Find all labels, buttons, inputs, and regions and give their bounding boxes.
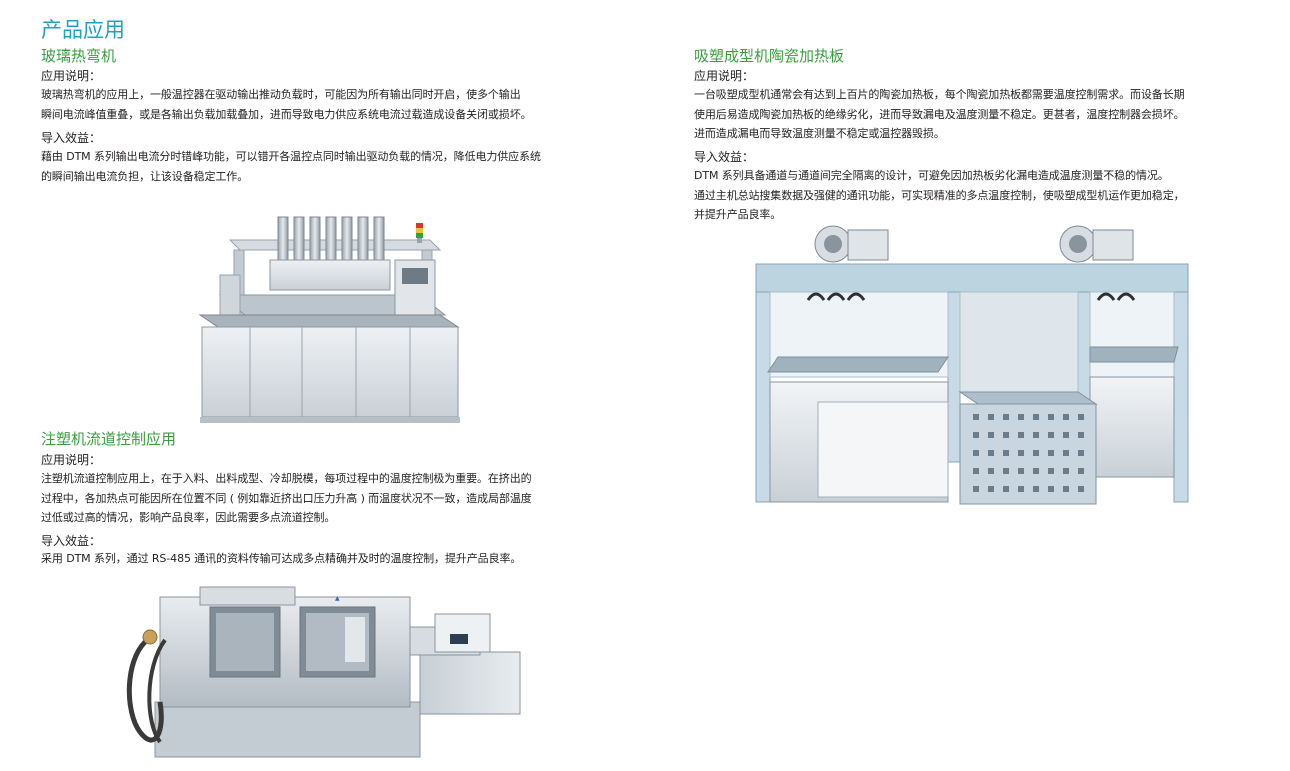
injection-app-label: 应用说明：: [41, 453, 102, 467]
injection-benefit-text: 采用 DTM 系列，通过 RS-485 通讯的资料传输可达成多点精确并及时的温度…: [41, 549, 521, 569]
text-line: 采用 DTM 系列，通过 RS-485 通讯的资料传输可达成多点精确并及时的温度…: [41, 552, 522, 565]
text-line: 藉由 DTM 系列输出电流分时错峰功能，可以错开各温控点同时输出驱动负载的情况，…: [41, 150, 541, 163]
injection-molding-machine-image: ▲: [126, 586, 521, 758]
vacuum-forming-machine-image: [755, 225, 1189, 505]
section-title-injection: 注塑机流道控制应用: [41, 430, 177, 448]
text-line: 并提升产品良率。: [694, 208, 782, 221]
injection-app-text: 注塑机流道控制应用上，在于入料、出料成型、冷却脱模，每项过程中的温度控制极为重要…: [41, 469, 532, 528]
injection-benefit-label: 导入效益：: [41, 534, 102, 548]
section-title-ceramic: 吸塑成型机陶瓷加热板: [694, 47, 845, 65]
svg-text:▲: ▲: [335, 595, 340, 602]
page-title: 产品应用: [41, 18, 125, 42]
text-line: 过低或过高的情况，影响产品良率，因此需要多点流道控制。: [41, 511, 336, 524]
text-line: 进而造成漏电而导致温度测量不稳定或温控器毁损。: [694, 127, 945, 140]
ceramic-app-text: 一台吸塑成型机通常会有达到上百片的陶瓷加热板，每个陶瓷加热板都需要温度控制需求。…: [694, 85, 1185, 144]
text-line: DTM 系列具备通道与通道间完全隔离的设计，可避免因加热板劣化漏电造成温度测量不…: [694, 169, 1169, 182]
text-line: 的瞬间输出电流负担，让该设备稳定工作。: [41, 169, 249, 183]
text-line: 过程中，各加热点可能因所在位置不同 ( 例如靠近挤出口压力升高 ) 而温度状况不…: [41, 491, 532, 505]
glass-bending-machine-image: [198, 216, 460, 423]
text-line: 一台吸塑成型机通常会有达到上百片的陶瓷加热板，每个陶瓷加热板都需要温度控制需求。…: [694, 88, 1185, 101]
text-line: 通过主机总站搜集数据及强健的通讯功能，可实现精准的多点温度控制，使吸塑成型机运作…: [694, 188, 1185, 202]
ceramic-app-label: 应用说明：: [694, 69, 755, 83]
text-line: 注塑机流道控制应用上，在于入料、出料成型、冷却脱模，每项过程中的温度控制极为重要…: [41, 472, 532, 485]
glass-benefit-text: 藉由 DTM 系列输出电流分时错峰功能，可以错开各温控点同时输出驱动负载的情况，…: [41, 147, 541, 186]
ceramic-benefit-label: 导入效益：: [694, 150, 755, 164]
section-title-glass: 玻璃热弯机: [41, 47, 117, 65]
glass-app-label: 应用说明：: [41, 69, 102, 83]
text-line: 玻璃热弯机的应用上，一般温控器在驱动输出推动负载时，可能因为所有输出同时开启，使…: [41, 88, 521, 101]
text-line: 使用后易造成陶瓷加热板的绝缘劣化，进而导致漏电及温度测量不稳定。更甚者，温度控制…: [694, 107, 1185, 121]
ceramic-benefit-text: DTM 系列具备通道与通道间完全隔离的设计，可避免因加热板劣化漏电造成温度测量不…: [694, 166, 1185, 225]
glass-benefit-label: 导入效益：: [41, 131, 102, 145]
text-line: 瞬间电流峰值重叠，或是各输出负载加载叠加，进而导致电力供应系统电流过载造成设备关…: [41, 107, 532, 121]
glass-app-text: 玻璃热弯机的应用上，一般温控器在驱动输出推动负载时，可能因为所有输出同时开启，使…: [41, 85, 532, 124]
